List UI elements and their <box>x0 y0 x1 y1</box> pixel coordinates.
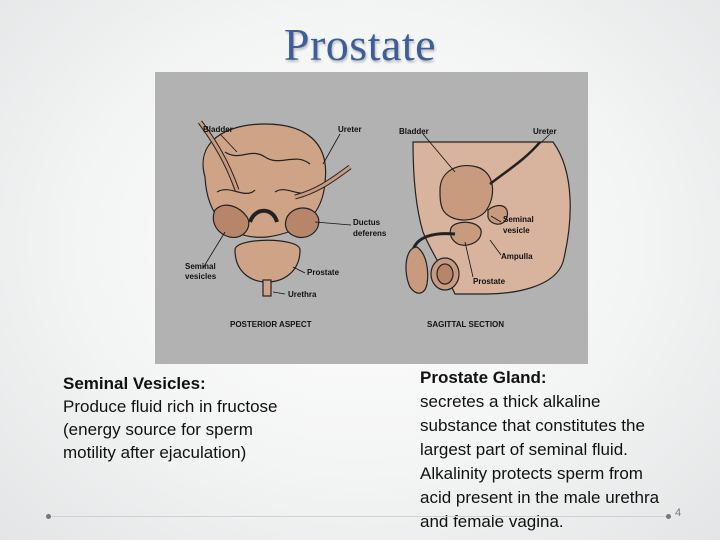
label-ureter-sagittal: Ureter <box>533 127 557 136</box>
right-dot-ornament <box>666 514 671 519</box>
prostate-gland-line: acid present in the male urethra <box>420 488 660 507</box>
label-ureter-posterior: Ureter <box>338 125 362 134</box>
label-prostate-posterior: Prostate <box>307 268 340 277</box>
posterior-leaders <box>202 133 352 295</box>
prostate-gland-line: largest part of seminal fluid. <box>420 440 628 459</box>
seminal-vesicles-block: Seminal Vesicles: Produce fluid rich in … <box>63 372 363 464</box>
seminal-vesicles-line: Produce fluid rich in fructose <box>63 397 278 416</box>
label-seminal-posterior: Seminal <box>185 262 216 271</box>
anatomy-figure: Bladder Ureter Ductus deferens Seminal v… <box>155 72 588 364</box>
caption-sagittal: SAGITTAL SECTION <box>427 320 504 329</box>
sagittal-illustration <box>405 141 571 295</box>
prostate-gland-block: Prostate Gland: secretes a thick alkalin… <box>420 366 716 534</box>
prostate-gland-heading: Prostate Gland: <box>420 368 547 387</box>
prostate-gland-line: secretes a thick alkaline <box>420 392 601 411</box>
label-deferens: deferens <box>353 229 387 238</box>
caption-posterior: POSTERIOR ASPECT <box>230 320 312 329</box>
label-vesicles: vesicles <box>185 272 217 281</box>
seminal-vesicles-line: (energy source for sperm <box>63 420 253 439</box>
prostate-gland-line: substance that constitutes the <box>420 416 645 435</box>
label-seminal-sagittal: Seminal <box>503 215 534 224</box>
label-bladder-sagittal: Bladder <box>399 127 429 136</box>
prostate-gland-line: Alkalinity protects sperm from <box>420 464 643 483</box>
page-number: 4 <box>675 507 682 519</box>
label-ductus: Ductus <box>353 218 381 227</box>
posterior-illustration <box>197 120 352 297</box>
seminal-vesicles-heading: Seminal Vesicles: <box>63 374 206 393</box>
label-urethra: Urethra <box>288 290 317 299</box>
footer-divider <box>52 516 668 517</box>
slide-title: Prostate <box>283 19 437 70</box>
label-vesicle: vesicle <box>503 226 530 235</box>
label-bladder-posterior: Bladder <box>203 125 233 134</box>
prostate-gland-line: and female vagina. <box>420 512 564 531</box>
label-prostate-sagittal: Prostate <box>473 277 506 286</box>
sagittal-leaders <box>422 133 551 278</box>
left-dot-ornament <box>46 514 51 519</box>
seminal-vesicles-line: motility after ejaculation) <box>63 443 247 462</box>
label-ampulla: Ampulla <box>501 252 533 261</box>
